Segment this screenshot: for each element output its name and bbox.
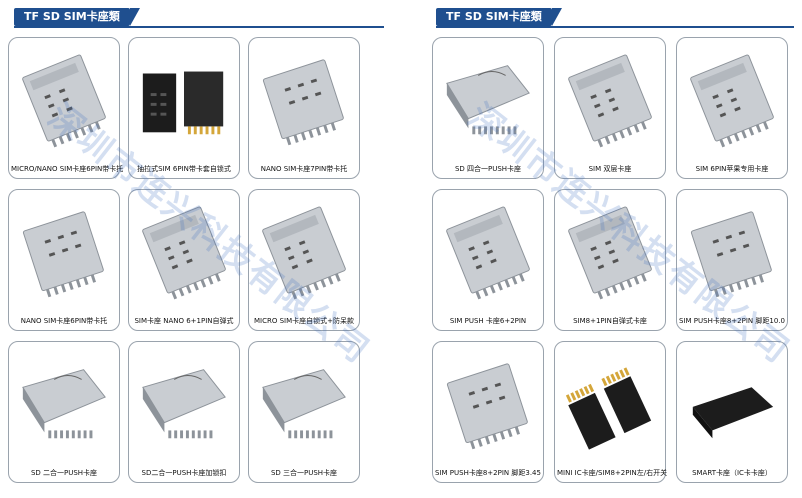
sim-pull-out-socket-image bbox=[142, 71, 224, 135]
product-card[interactable]: SIM PUSH 卡座6+2PIN bbox=[432, 189, 544, 331]
product-card[interactable]: SD二合一PUSH卡座加锁扣 bbox=[128, 341, 240, 483]
sd-four-in-one-image bbox=[446, 65, 530, 135]
nano-sim-socket-image bbox=[262, 59, 344, 146]
product-label: MICRO SIM卡座自锁式+防呆款 bbox=[253, 317, 354, 325]
product-label: SD 三合一PUSH卡座 bbox=[270, 469, 338, 477]
sim-apple-socket-image bbox=[690, 54, 774, 148]
product-card[interactable]: SIM 6PIN苹果专用卡座 bbox=[676, 37, 788, 179]
product-label: NANO SIM卡座7PIN带卡托 bbox=[260, 165, 348, 173]
product-card[interactable]: MICRO SIM卡座自锁式+防呆款 bbox=[248, 189, 360, 331]
sd-push-socket-image bbox=[22, 369, 106, 439]
product-label: SIM PUSH卡座8+2PIN 脚距10.0 bbox=[679, 317, 785, 325]
mini-ic-socket-image bbox=[565, 367, 652, 450]
product-card[interactable]: SIM卡座 NANO 6+1PIN自弹式 bbox=[128, 189, 240, 331]
sd-three-in-one-image bbox=[262, 369, 346, 439]
product-label: SIM PUSH卡座8+2PIN 脚距3.45 bbox=[435, 469, 541, 477]
product-label: NANO SIM卡座6PIN带卡托 bbox=[20, 317, 108, 325]
sim-double-layer-image bbox=[568, 54, 652, 148]
product-card[interactable]: SIM 双层卡座 bbox=[554, 37, 666, 179]
product-label: SIM8+1PIN自弹式卡座 bbox=[573, 317, 647, 325]
sim-push-8-2-345-image bbox=[446, 363, 528, 450]
product-card[interactable]: MICRO/NANO SIM卡座6PIN带卡托 bbox=[8, 37, 124, 179]
section-title-right-text: TF SD SIM卡座類 bbox=[446, 10, 542, 23]
sim-holder-tray-image bbox=[22, 54, 106, 148]
product-label: SMART卡座（IC卡卡座） bbox=[692, 469, 772, 477]
product-card[interactable]: SIM PUSH卡座8+2PIN 脚距3.45 bbox=[432, 341, 544, 483]
product-label: MINI IC卡座/SIM8+2PIN左/右开关 bbox=[557, 469, 668, 477]
product-label: MICRO/NANO SIM卡座6PIN带卡托 bbox=[11, 165, 124, 173]
micro-sim-socket-image bbox=[262, 206, 346, 300]
product-card[interactable]: SD 三合一PUSH卡座 bbox=[248, 341, 360, 483]
product-label: 抽拉式SIM 6PIN带卡套自锁式 bbox=[137, 165, 231, 173]
product-label: SD 四合一PUSH卡座 bbox=[454, 165, 522, 173]
product-card[interactable]: NANO SIM卡座7PIN带卡托 bbox=[248, 37, 360, 179]
push-sim-socket-image bbox=[142, 206, 226, 300]
sim-8-1-push-image bbox=[568, 206, 652, 300]
section-title-left: TF SD SIM卡座類 bbox=[14, 8, 140, 26]
section-title-right: TF SD SIM卡座類 bbox=[436, 8, 562, 26]
product-card[interactable]: SIM PUSH卡座8+2PIN 脚距10.0 bbox=[676, 189, 788, 331]
product-label: SD二合一PUSH卡座加锁扣 bbox=[141, 469, 227, 477]
product-label: SIM 6PIN苹果专用卡座 bbox=[695, 165, 769, 173]
section-rule-right bbox=[436, 26, 794, 28]
product-card[interactable]: SMART卡座（IC卡卡座） bbox=[676, 341, 788, 483]
product-card[interactable]: SD 四合一PUSH卡座 bbox=[432, 37, 544, 179]
product-card[interactable]: MINI IC卡座/SIM8+2PIN左/右开关 bbox=[554, 341, 668, 483]
section-title-left-text: TF SD SIM卡座類 bbox=[24, 10, 120, 23]
sim-push-6-2-image bbox=[446, 206, 530, 300]
product-label: SIM PUSH 卡座6+2PIN bbox=[449, 317, 527, 325]
smart-card-socket-image bbox=[692, 387, 774, 439]
sd-push-lock-socket-image bbox=[142, 369, 226, 439]
product-label: SIM卡座 NANO 6+1PIN自弹式 bbox=[134, 317, 234, 325]
product-label: SIM 双层卡座 bbox=[588, 165, 632, 173]
product-card[interactable]: 抽拉式SIM 6PIN带卡套自锁式 bbox=[128, 37, 240, 179]
product-card[interactable]: SIM8+1PIN自弹式卡座 bbox=[554, 189, 666, 331]
product-label: SD 二合一PUSH卡座 bbox=[30, 469, 98, 477]
product-card[interactable]: NANO SIM卡座6PIN带卡托 bbox=[8, 189, 120, 331]
section-rule-left bbox=[14, 26, 384, 28]
product-card[interactable]: SD 二合一PUSH卡座 bbox=[8, 341, 120, 483]
nano-sim-tray-image bbox=[22, 211, 104, 298]
sim-push-8-2-image bbox=[690, 211, 772, 298]
